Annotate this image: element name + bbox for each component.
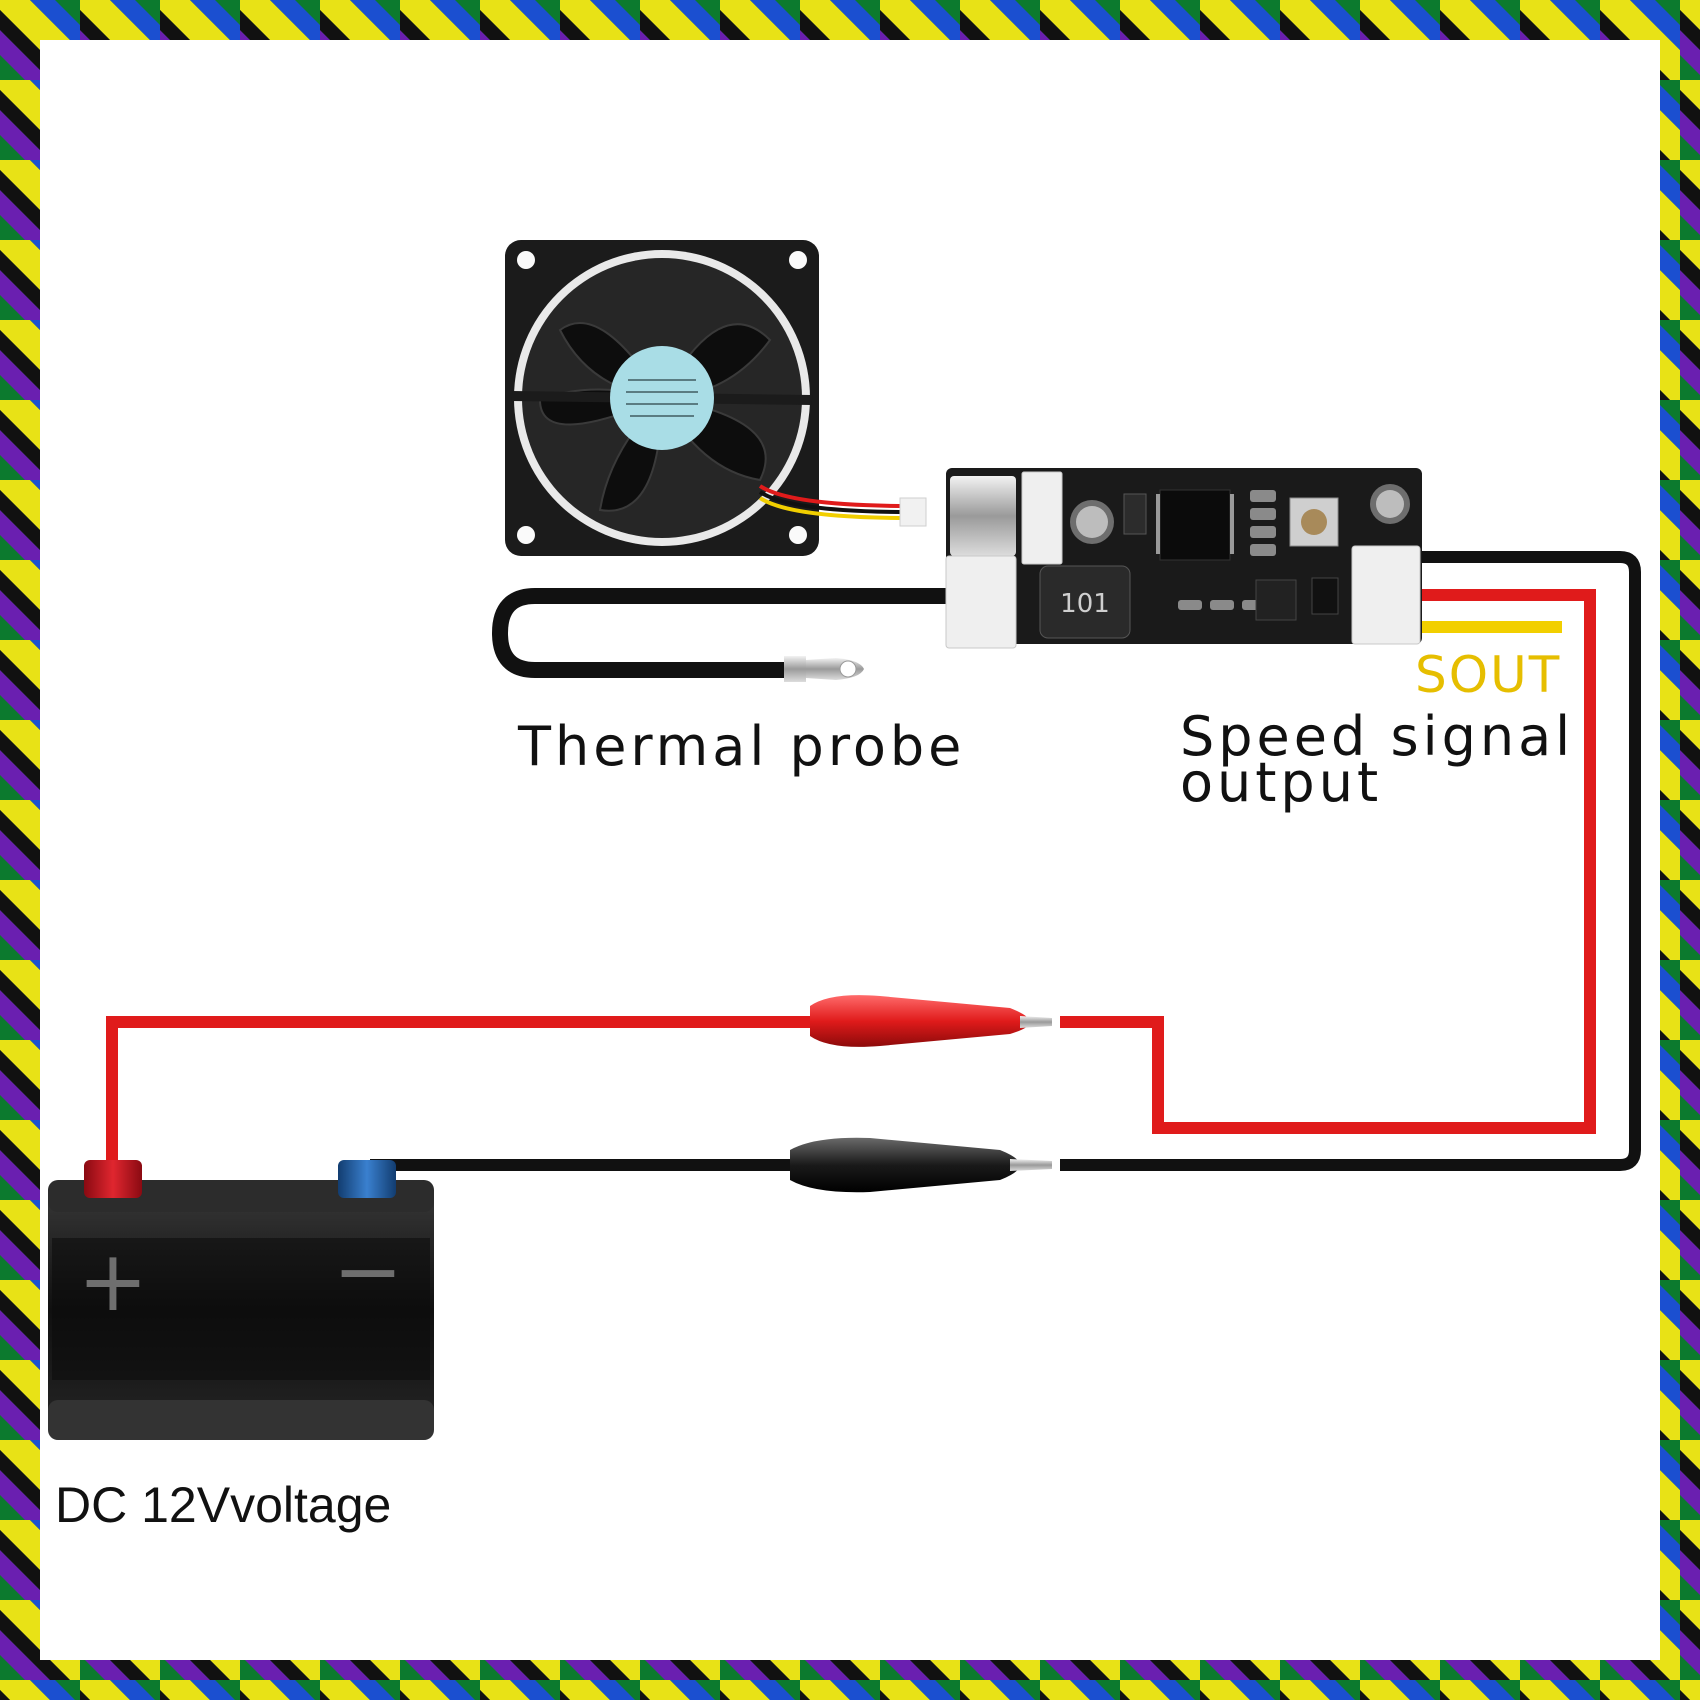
black-wire-board (1060, 551, 1641, 1171)
red-wire-board (1060, 589, 1596, 1134)
dc-voltage-label: DC 12Vvoltage (55, 1477, 392, 1533)
red-alligator-clip-icon (810, 995, 1052, 1047)
battery-plus-sign: + (78, 1232, 148, 1330)
speed-signal-label: Speed signal output (1180, 705, 1575, 814)
negative-terminal (338, 1160, 396, 1198)
pwm-controller-board-icon: 101 (945, 468, 1422, 649)
fan-hub-label (610, 346, 714, 450)
thermal-probe-icon (491, 588, 955, 682)
battery-minus-sign: − (333, 1222, 403, 1320)
battery-icon: + − (48, 1160, 434, 1440)
black-alligator-clip-icon (790, 1137, 1052, 1193)
red-wire-battery (106, 1016, 820, 1178)
inductor-marking: 101 (1060, 589, 1110, 619)
positive-terminal (84, 1160, 142, 1198)
thermal-probe-label: Thermal probe (518, 715, 966, 778)
sout-label: SOUT (1415, 646, 1562, 704)
cooling-fan-icon (505, 240, 927, 556)
